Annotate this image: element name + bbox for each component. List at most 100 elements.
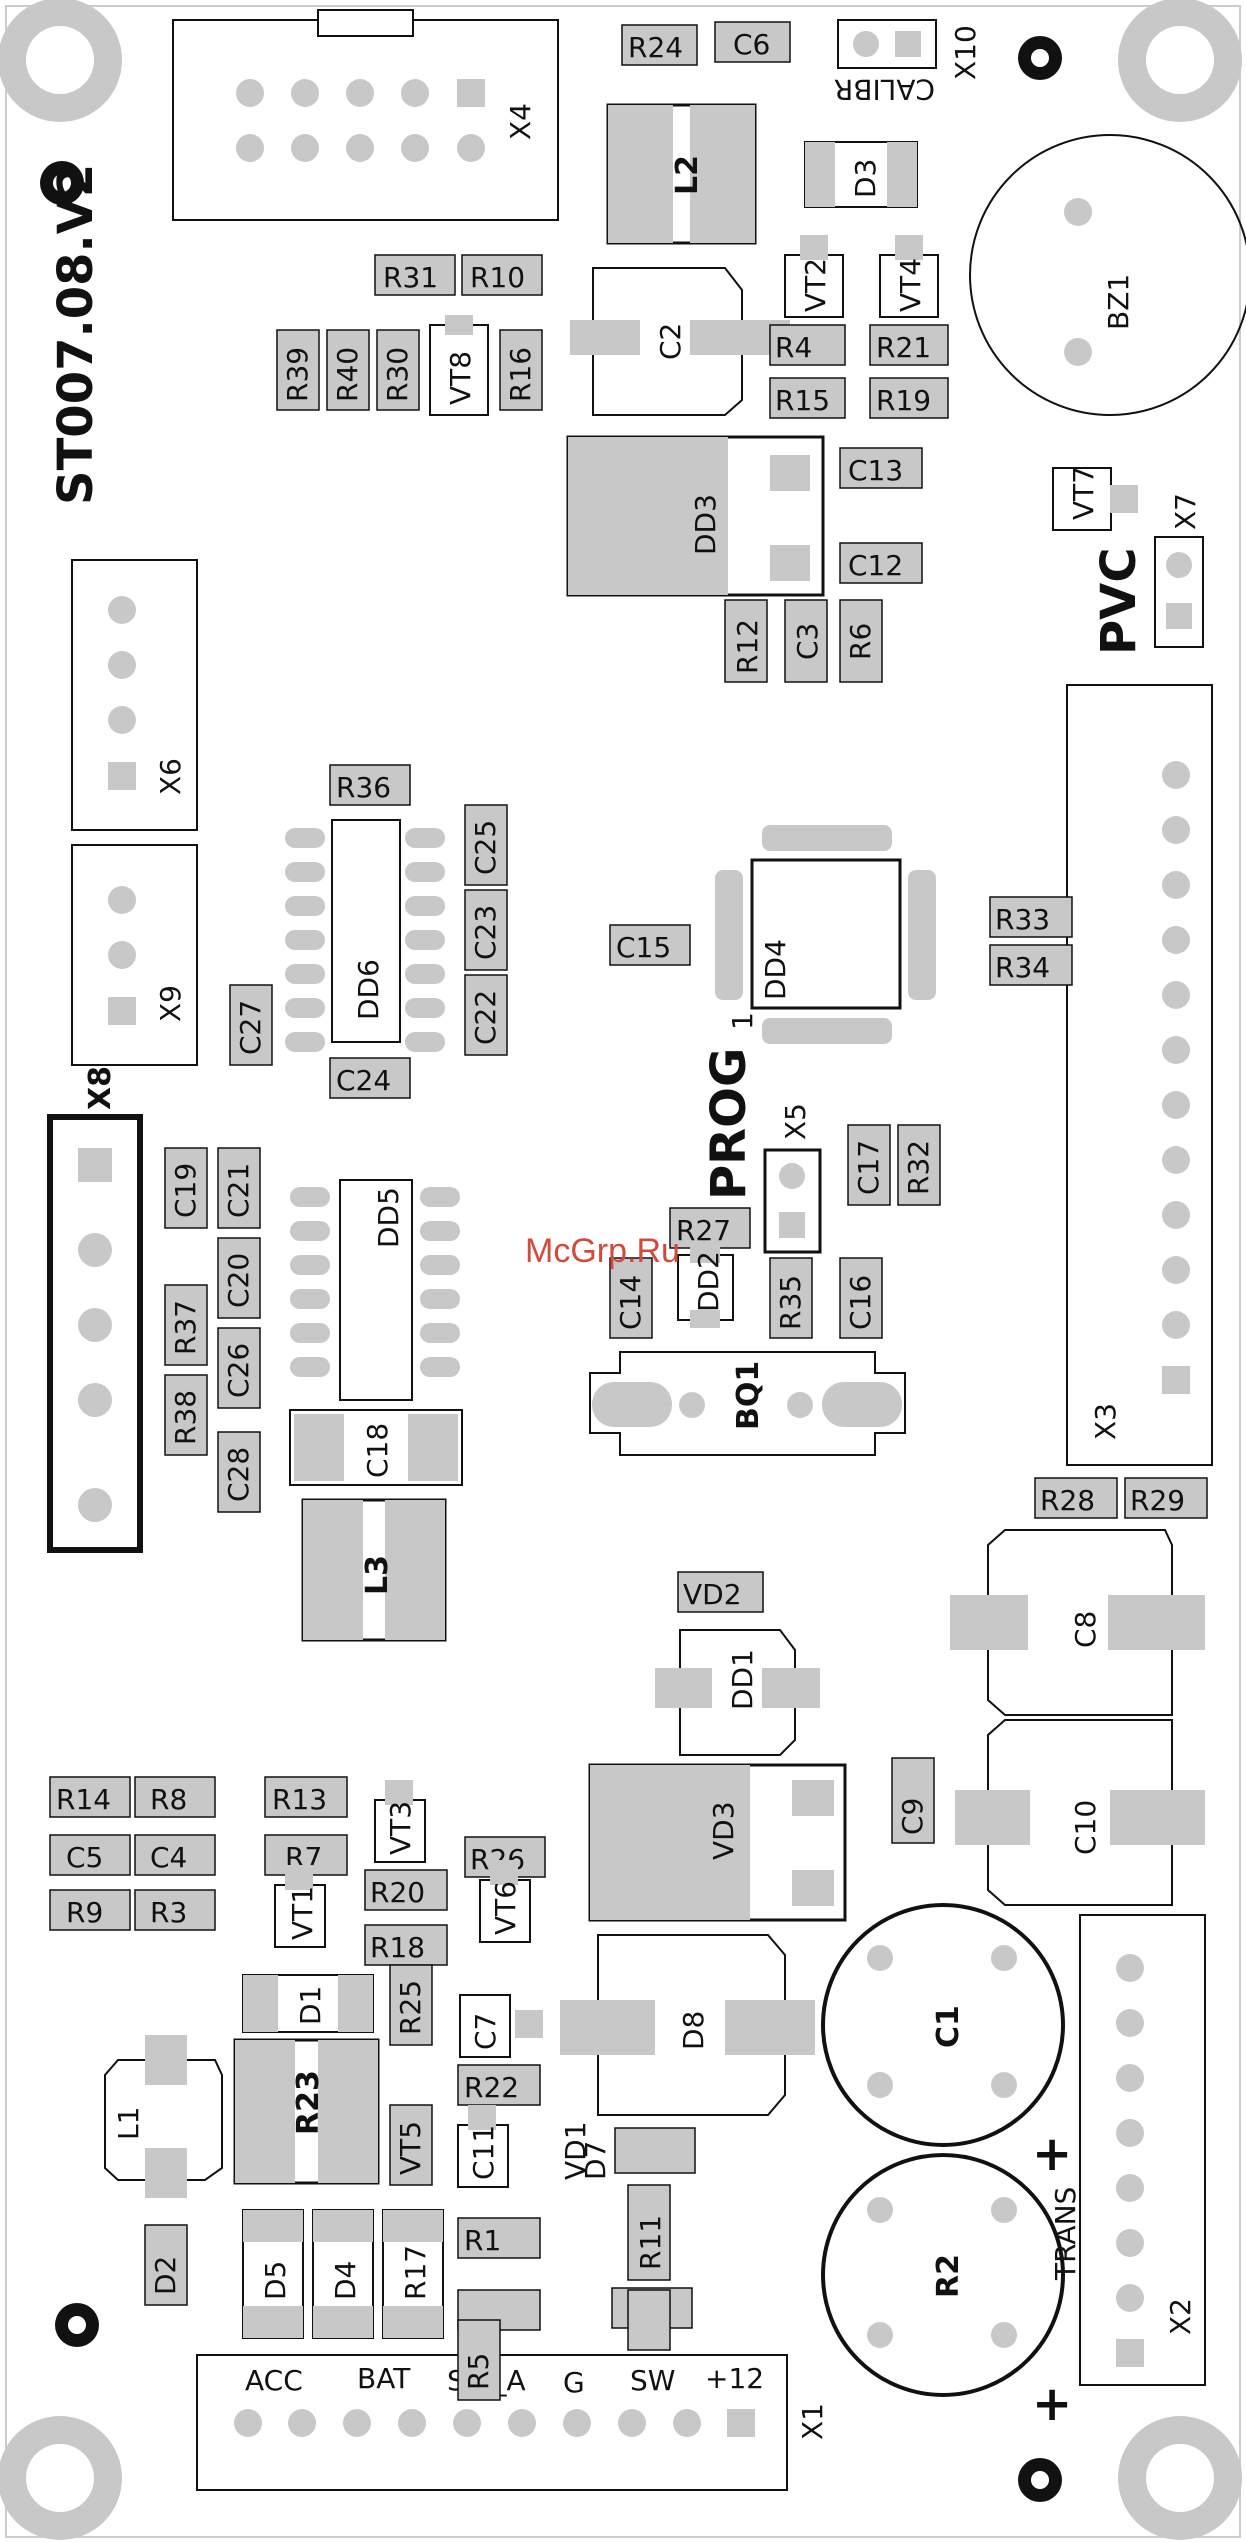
diode-d1: D1 xyxy=(242,1974,374,2033)
r13-label: R13 xyxy=(272,1783,327,1816)
r21-label: R21 xyxy=(876,331,931,364)
connector-x6: X6 xyxy=(71,559,198,831)
connector-x5-label: X5 xyxy=(779,1103,812,1140)
c5-label: C5 xyxy=(66,1841,103,1874)
connector-x4-label: X4 xyxy=(504,103,537,140)
capacitor-c8: DD1 xyxy=(655,1629,820,1756)
r30-label: R30 xyxy=(381,347,414,402)
c13-label: C13 xyxy=(848,454,903,487)
regulator-dd1: VD3 xyxy=(588,1763,847,1922)
capacitor-c18: C18 xyxy=(289,1409,463,1486)
vt3-label: VT3 xyxy=(384,1801,417,1855)
d8-label: C1 xyxy=(931,2005,966,2048)
r31-label: R31 xyxy=(383,261,438,294)
vd1-label: D7 xyxy=(579,2141,612,2180)
polarity-plus-d7: + xyxy=(1032,2376,1072,2432)
r24-label: R24 xyxy=(628,31,683,64)
r18-label: R18 xyxy=(370,1931,425,1964)
c16-label: C16 xyxy=(844,1275,877,1330)
vt7-label: VT7 xyxy=(1067,466,1100,520)
connector-x3-label: X3 xyxy=(1089,1403,1122,1440)
d2-label: D5 xyxy=(259,2261,292,2300)
mcu-dd4: DD4 1 xyxy=(715,825,936,1044)
c11-label: VD1 xyxy=(559,2121,592,2180)
c22-label: C22 xyxy=(469,990,502,1045)
vt8-label: VT8 xyxy=(444,351,477,405)
connector-x1-label: X1 xyxy=(796,2403,829,2440)
r25-label: R22 xyxy=(464,2071,519,2104)
ic-dd5: DD5 xyxy=(290,1179,460,1401)
dd5-label: DD5 xyxy=(372,1187,405,1248)
r12-label: R12 xyxy=(731,619,764,674)
c26-label: C26 xyxy=(222,1343,255,1398)
dd6-label: DD6 xyxy=(352,959,385,1020)
connector-x5-tag: PROG xyxy=(701,1048,757,1200)
r36-label: R36 xyxy=(336,771,391,804)
d6-label: C7 xyxy=(469,2013,502,2050)
vd3-label: C9 xyxy=(896,1798,929,1835)
r20-label: R20 xyxy=(370,1876,425,1909)
connector-x9-label: X9 xyxy=(154,985,187,1022)
capacitor-c7: D8 xyxy=(560,1934,815,2116)
dd3-label: DD3 xyxy=(689,494,722,555)
r6-label: R6 xyxy=(844,623,877,660)
c2-label: C2 xyxy=(654,323,687,360)
connector-x10-label: X10 xyxy=(949,25,982,80)
r37-label: R37 xyxy=(169,1300,202,1355)
c28-label: C28 xyxy=(222,1447,255,1502)
mounting-hole-top-right xyxy=(1118,0,1242,122)
c20-label: C20 xyxy=(222,1253,255,1308)
r23-label: R25 xyxy=(394,1980,427,2035)
x1-pin-sw: SW xyxy=(630,2364,675,2397)
vt6-label: VT6 xyxy=(489,1881,522,1935)
passive-components: R24 C6 R31 R10 R4 R21 R15 R19 C13 C12 R3… xyxy=(49,21,1208,2401)
capacitor-c10: C10 xyxy=(955,1719,1205,1906)
inductor-l3: L3 xyxy=(301,1498,447,1642)
diode-d3: D3 xyxy=(804,141,918,208)
r35-label: R35 xyxy=(774,1275,807,1330)
r16-label: R16 xyxy=(504,347,537,402)
connector-x7-tag: PVC xyxy=(1091,547,1147,655)
connector-x10: X10 CALIBR xyxy=(834,19,982,106)
connector-x2-label: X2 xyxy=(1164,2298,1197,2335)
mounting-hole-bottom-right xyxy=(1118,2416,1242,2540)
r11-label: R5 xyxy=(462,2353,495,2390)
x1-pin-acc: ACC xyxy=(245,2364,303,2397)
capacitor-c2: C2 xyxy=(570,267,790,416)
r3-label: R3 xyxy=(150,1896,187,1929)
mounting-hole-bottom-left xyxy=(0,2416,122,2540)
connector-x4: X4 xyxy=(172,9,559,221)
connector-x8-label: X8 xyxy=(83,1066,118,1110)
r32-label: R32 xyxy=(902,1140,935,1195)
vd2-label: VD2 xyxy=(683,1578,742,1611)
connector-x8: X8 xyxy=(47,1066,143,1553)
x1-pin-12v: +12 xyxy=(705,2362,764,2395)
via-holes xyxy=(40,36,1062,2502)
board-name: ST007.08.V2 xyxy=(48,164,104,505)
inductor-l2: L2 xyxy=(606,103,757,245)
r33-label: R33 xyxy=(995,903,1050,936)
r17-label: R1 xyxy=(464,2224,501,2257)
r2-label: D2 xyxy=(149,2256,182,2295)
c7-label: D8 xyxy=(677,2011,710,2050)
r19-label: R19 xyxy=(876,384,931,417)
c3-label: C3 xyxy=(791,623,824,660)
c9-label: C8 xyxy=(1069,1611,1102,1648)
connector-x3: X3 xyxy=(1066,684,1213,1466)
r14-label: R14 xyxy=(56,1783,111,1816)
r34-label: R34 xyxy=(995,951,1050,984)
r4-label: R4 xyxy=(775,331,812,364)
inductor-l1: R23 xyxy=(233,2038,380,2185)
c8-label: DD1 xyxy=(726,1649,759,1710)
x1-pin-g: G xyxy=(563,2366,585,2399)
connector-x5: X5 PROG xyxy=(701,1048,822,1254)
diodes-bottom: D5 D4 R17 xyxy=(242,2209,444,2339)
x1-pin-bat: BAT xyxy=(357,2362,411,2395)
r9-label: R9 xyxy=(66,1896,103,1929)
l2-label: L2 xyxy=(670,155,705,195)
r1-label: R11 xyxy=(634,2215,667,2270)
ic-dd2: DD2 xyxy=(677,1245,734,1328)
d4-label: R17 xyxy=(399,2245,432,2300)
r27-label: R27 xyxy=(676,1214,731,1247)
